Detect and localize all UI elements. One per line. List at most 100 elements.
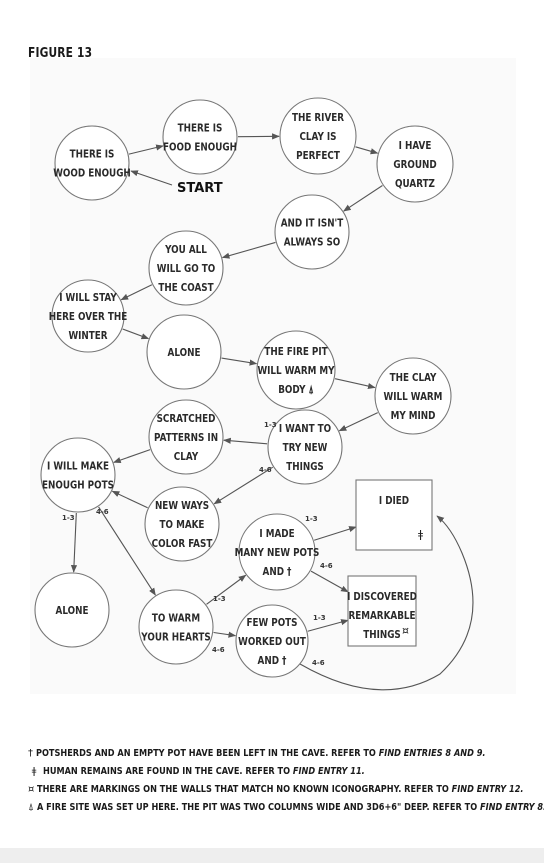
node-label: CLAY IS: [299, 131, 336, 143]
legend-ref: FIND ENTRY 12.: [452, 784, 524, 795]
node-shape: [40, 437, 116, 513]
legend-text: THERE ARE MARKINGS ON THE WALLS THAT MAT…: [37, 784, 453, 795]
legend-item-fire-site: ⍋ A FIRE SITE WAS SET UP HERE. THE PIT W…: [28, 802, 544, 820]
node-enoughpots: I WILL MAKE ENOUGH POTS: [40, 437, 116, 513]
node-label: PATTERNS IN: [154, 432, 218, 444]
arrow-river-to-quartz: [355, 146, 379, 155]
node-shape: [238, 513, 316, 591]
node-label: WORKED OUT: [238, 636, 306, 648]
legend-text: HUMAN REMAINS ARE FOUND IN THE CAVE. REF…: [43, 766, 293, 777]
node-shape: [235, 604, 309, 678]
node-label: CLAY: [174, 451, 199, 463]
node-label: I WANT TO: [279, 423, 331, 435]
fire-icon: ⍋: [28, 802, 34, 813]
legend-item-human-remains: ǂ HUMAN REMAINS ARE FOUND IN THE CAVE. R…: [28, 766, 528, 784]
legend-text: POTSHERDS AND AN EMPTY POT HAVE BEEN LEF…: [36, 748, 379, 759]
node-label: TRY NEW: [283, 442, 328, 454]
edge-label-trynew-scratched: 1-3: [264, 421, 277, 429]
node-label: AND †: [263, 566, 292, 578]
legend-ref: FIND ENTRY 11.: [292, 766, 365, 777]
start-label: START: [177, 181, 223, 196]
node-label: I DIED: [379, 495, 409, 507]
node-shape: [355, 479, 433, 551]
edge-label-manypots-died: 1-3: [305, 515, 318, 523]
arrow-trynew-to-newways: [213, 466, 274, 505]
node-label: I WILL STAY: [59, 292, 117, 304]
node-shape: [138, 589, 214, 665]
node-shape: [347, 575, 417, 647]
arrow-enoughpots-to-alone2: [70, 512, 78, 573]
node-shape: [267, 409, 343, 485]
arrow-firepit-to-warmmind: [334, 378, 376, 390]
node-label: I MADE: [259, 528, 294, 540]
node-label: I WILL MAKE: [47, 461, 109, 473]
node-label: MY MIND: [391, 410, 436, 422]
arrow-warmhearts-to-fewpots: [213, 631, 237, 638]
node-shape: [256, 330, 336, 410]
arrow-start-to-wood: [130, 170, 173, 186]
edge-label-warmhearts-manypots: 1-3: [213, 595, 226, 603]
edge-label-trynew-newways: 4-6: [259, 466, 272, 474]
node-shape: [376, 125, 454, 203]
markings-icon: ¤: [402, 624, 409, 637]
legend-item-potsherds: † POTSHERDS AND AN EMPTY POT HAVE BEEN L…: [28, 748, 528, 766]
node-label: WILL WARM: [384, 391, 443, 403]
arrow-fewpots-to-died: [299, 515, 474, 691]
node-label: I HAVE: [399, 140, 432, 152]
node-quartz: I HAVE GROUND QUARTZ: [376, 125, 454, 203]
arrow-manypots-to-died: [314, 526, 357, 541]
legend-item-markings: ¤ THERE ARE MARKINGS ON THE WALLS THAT M…: [28, 784, 528, 802]
node-label: BODY ⍋: [278, 384, 314, 396]
node-label: NEW WAYS: [155, 500, 209, 512]
node-label: ALONE: [168, 347, 201, 359]
node-label: GROUND: [393, 159, 436, 171]
node-label: WILL GO TO: [157, 263, 215, 275]
node-label: THE RIVER: [292, 112, 344, 124]
arrow-notalways-to-coast: [221, 241, 276, 259]
node-label: ENOUGH POTS: [42, 480, 114, 492]
figure-title: FIGURE 13: [28, 46, 93, 61]
node-label: COLOR FAST: [152, 538, 213, 550]
node-label: THE CLAY: [390, 372, 438, 384]
node-warmmind: THE CLAY WILL WARM MY MIND: [374, 357, 452, 435]
node-label: MANY NEW POTS: [235, 547, 320, 559]
arrow-fewpots-to-discovered: [307, 619, 349, 632]
legend-ref: FIND ENTRIES 8 AND 9.: [378, 748, 486, 759]
node-label: THINGS: [363, 629, 401, 641]
node-label: TO MAKE: [160, 519, 205, 531]
arrow-manypots-to-discovered: [310, 570, 349, 593]
node-label: THERE IS: [178, 123, 223, 135]
arrow-warmmind-to-trynew: [338, 412, 378, 432]
node-newways: NEW WAYS TO MAKE COLOR FAST: [144, 486, 220, 562]
node-shape: [144, 486, 220, 562]
edge-label-manypots-discovered: 4-6: [320, 562, 333, 570]
arrow-coast-to-stay: [120, 284, 153, 301]
node-label: FEW POTS: [246, 617, 297, 629]
arrow-enoughpots-to-warmhearts: [98, 506, 156, 596]
legend: † POTSHERDS AND AN EMPTY POT HAVE BEEN L…: [28, 748, 544, 820]
node-shape: [374, 357, 452, 435]
node-label: I DISCOVERED: [347, 591, 417, 603]
node-label: YOU ALL: [164, 244, 207, 256]
node-label: THINGS: [286, 461, 324, 473]
node-label: WOOD ENOUGH: [53, 168, 131, 180]
node-shape: [51, 279, 125, 353]
node-label: TO WARM: [152, 613, 200, 625]
node-shape: [274, 194, 350, 270]
node-label: THE FIRE PIT: [264, 346, 327, 358]
arrow-wood-to-food: [128, 144, 164, 155]
node-shape: [148, 399, 224, 475]
node-label: AND IT ISN'T: [281, 218, 344, 230]
node-label: WINTER: [68, 330, 107, 342]
node-label: QUARTZ: [395, 178, 435, 190]
